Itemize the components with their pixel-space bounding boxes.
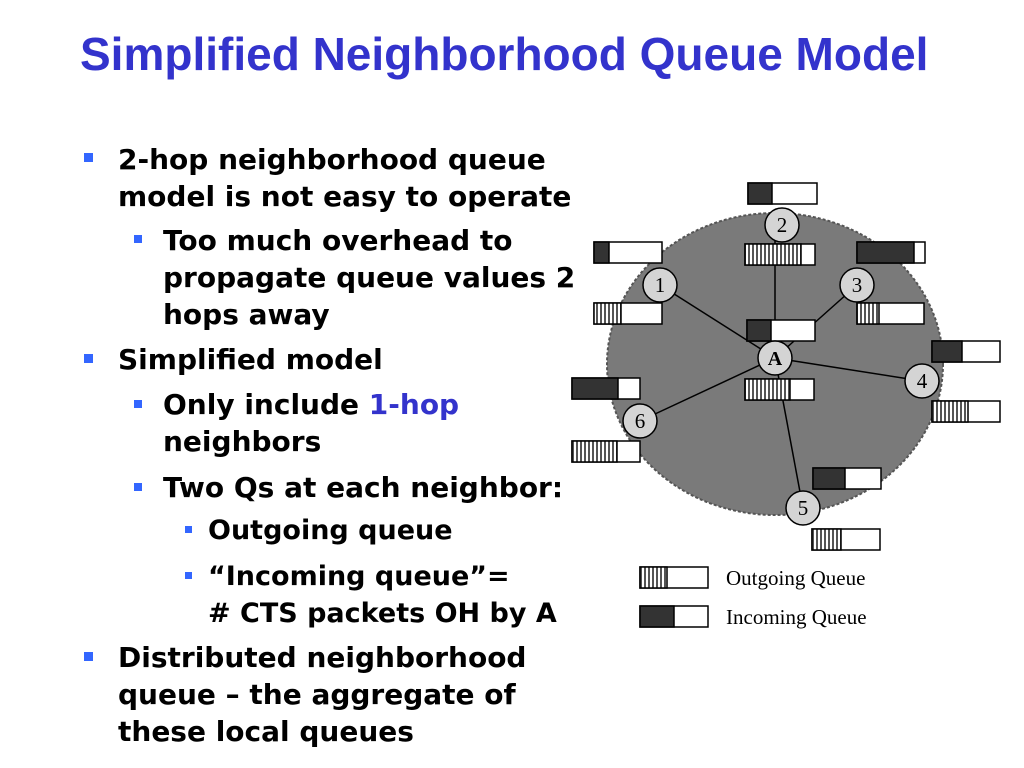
node-2: 2: [764, 207, 800, 243]
incoming-queue-6: [571, 377, 641, 400]
bullet-2b2-line2: # CTS packets OH by A: [208, 598, 557, 629]
bullet-marker: [84, 652, 93, 661]
edge-a-1: [659, 284, 776, 359]
bullet-2: Simplified model: [118, 343, 383, 376]
outgoing-queue-a: [744, 378, 815, 401]
bullet-marker: [134, 400, 142, 408]
node-6-label: 6: [635, 409, 646, 433]
incoming-queue-a: [746, 319, 816, 342]
outgoing-queue-6: [571, 440, 641, 463]
legend-outgoing-swatch: [639, 566, 709, 589]
incoming-queue-5: [812, 467, 882, 490]
bullet-marker: [134, 235, 142, 243]
bullet-2b: Two Qs at each neighbor:: [163, 471, 564, 504]
node-a-label: A: [768, 348, 783, 370]
node-1: 1: [642, 267, 678, 303]
incoming-queue-4: [931, 340, 1001, 363]
bullet-2b1: Outgoing queue: [208, 515, 453, 546]
outgoing-queue-2: [744, 243, 816, 266]
legend-incoming-swatch: [639, 605, 709, 628]
node-a: A: [757, 340, 793, 376]
incoming-queue-2: [747, 182, 818, 205]
bullet-marker: [134, 483, 142, 491]
outgoing-queue-1: [593, 302, 663, 325]
bullet-2b2: “Incoming queue”= # CTS packets OH by A: [208, 558, 608, 632]
node-3: 3: [839, 267, 875, 303]
bullet-marker: [185, 572, 192, 579]
bullet-2a-highlight: 1-hop: [368, 388, 460, 421]
bullet-2a-text: Only include: [163, 388, 369, 421]
incoming-queue-3: [856, 241, 926, 264]
outgoing-queue-4: [931, 400, 1001, 423]
bullet-marker: [84, 153, 93, 162]
bullet-1: 2-hop neighborhood queue model is not ea…: [118, 143, 572, 213]
outgoing-queue-5: [811, 528, 881, 551]
edge-a-3: [774, 284, 858, 359]
bullet-marker: [185, 526, 192, 533]
queue-boxes: [571, 182, 1001, 551]
incoming-queue-1: [593, 241, 663, 264]
node-1-label: 1: [655, 273, 666, 297]
legend: Outgoing Queue Incoming Queue: [639, 566, 867, 629]
bullet-2b2-line1: “Incoming queue”=: [208, 561, 510, 592]
node-4-label: 4: [917, 369, 928, 393]
legend-incoming-label: Incoming Queue: [726, 605, 867, 629]
node-5: 5: [785, 490, 821, 526]
bullet-3: Distributed neighborhood queue – the agg…: [118, 641, 527, 748]
page-title: Simplified Neighborhood Queue Model: [80, 28, 929, 80]
edge-a-6: [639, 357, 776, 422]
bullet-2a-text-end: neighbors: [163, 425, 322, 458]
node-5-label: 5: [798, 496, 809, 520]
bullet-2a: Only include 1-hop neighbors: [163, 386, 503, 460]
outgoing-queue-3: [856, 302, 925, 325]
edge-a-4: [774, 357, 923, 382]
bullet-list: 2-hop neighborhood queue model is not ea…: [84, 143, 608, 748]
node-6: 6: [622, 403, 658, 439]
node-2-label: 2: [777, 213, 788, 237]
node-4: 4: [904, 363, 940, 399]
bullet-marker: [84, 354, 93, 363]
node-3-label: 3: [852, 273, 863, 297]
legend-outgoing-label: Outgoing Queue: [726, 566, 865, 590]
bullet-1a: Too much overhead to propagate queue val…: [163, 224, 576, 331]
edges: [639, 225, 923, 509]
